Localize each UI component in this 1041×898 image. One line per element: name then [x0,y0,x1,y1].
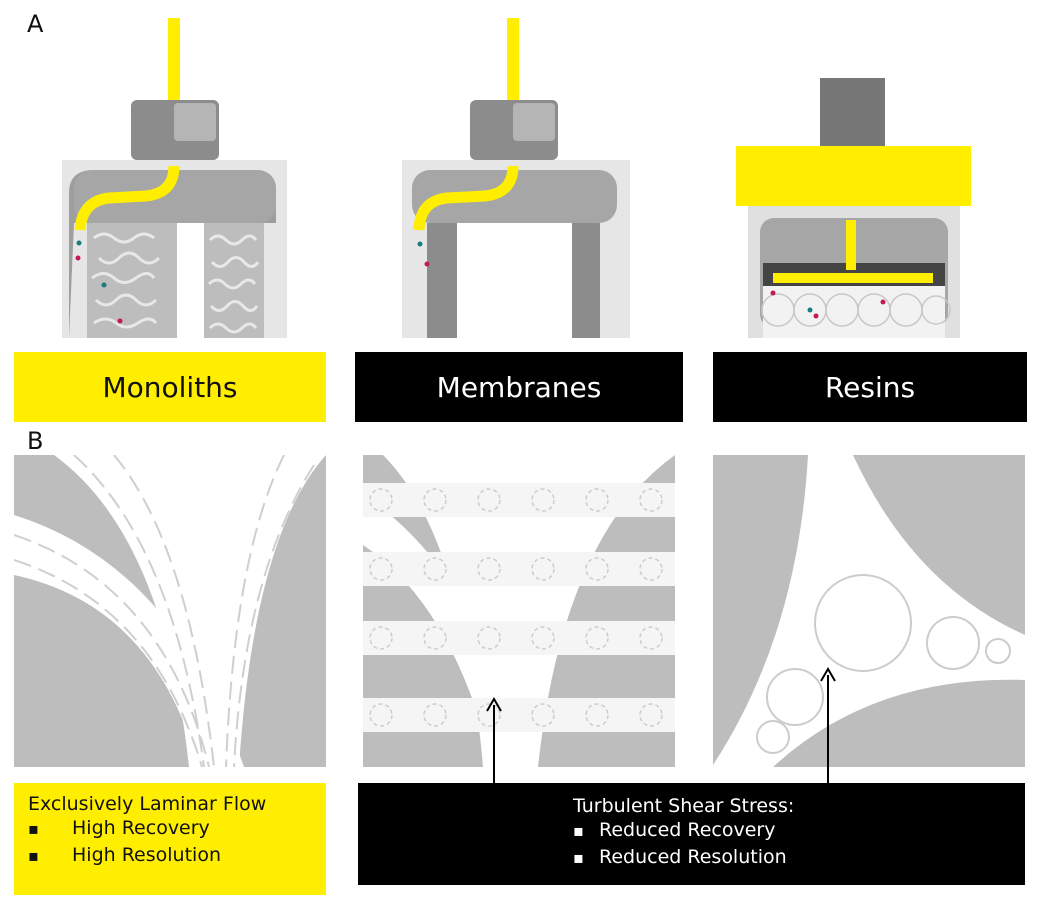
laminar-bullet: High Resolution [28,842,312,869]
monolith-flow-illustration [14,455,326,767]
resins-label: Resins [713,352,1027,422]
turbulent-shear-note: Turbulent Shear Stress: Reduced Recovery… [358,783,1025,885]
laminar-flow-title: Exclusively Laminar Flow [28,793,267,815]
panel-label-a: A [27,10,44,38]
membrane-device-illustration [402,18,630,338]
laminar-bullet: High Recovery [28,815,312,842]
resin-flow-illustration [713,455,1025,767]
turbulent-shear-title: Turbulent Shear Stress: [573,795,795,817]
membrane-flow-illustration [363,455,675,767]
turbulent-bullet: Reduced Recovery [573,817,794,844]
arrow-resin [820,667,836,787]
monolith-device-illustration [62,18,287,338]
arrow-membrane [486,697,502,787]
monoliths-label: Monoliths [14,352,326,422]
resin-device-illustration [736,78,971,338]
membranes-label: Membranes [355,352,683,422]
panel-label-b: B [27,427,44,455]
laminar-flow-note: Exclusively Laminar Flow High Recovery H… [14,783,326,895]
turbulent-bullet: Reduced Resolution [573,844,794,871]
